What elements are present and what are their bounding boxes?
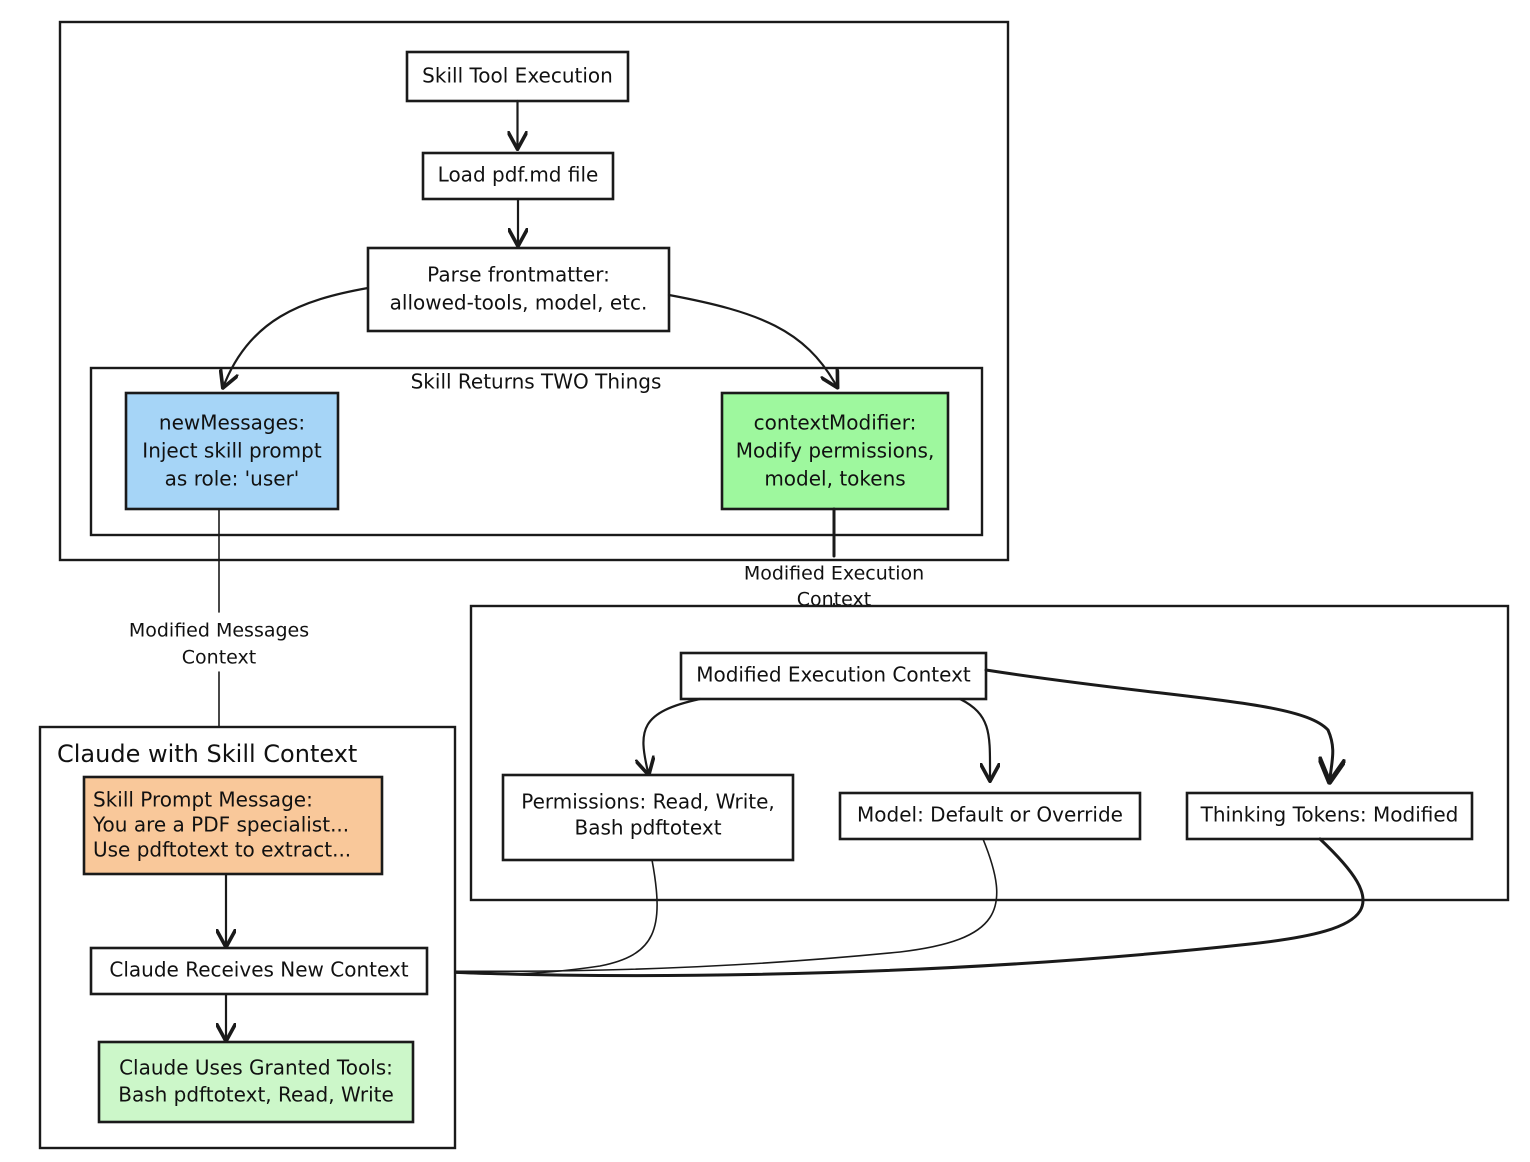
edge-mec-to-model — [958, 697, 990, 778]
node-modified-execution-context[interactable]: Modified Execution Context — [679, 651, 988, 701]
node-permissions-line1: Permissions: Read, Write, — [521, 790, 775, 814]
node-thinking-tokens[interactable]: Thinking Tokens: Modified — [1185, 791, 1474, 841]
node-context-modifier-line2: Modify permissions, — [736, 439, 935, 463]
edge-label-modified-execution-context-line1: Modified Execution — [744, 563, 924, 585]
edge-mec-to-thinking-tokens — [984, 668, 1333, 778]
edge-parse-to-newmessages — [224, 286, 370, 385]
node-skill-prompt-message[interactable]: Skill Prompt Message: You are a PDF spec… — [82, 775, 384, 876]
node-claude-uses-granted-tools-line1: Claude Uses Granted Tools: — [119, 1056, 393, 1080]
node-parse-frontmatter-line1: Parse frontmatter: — [427, 263, 610, 287]
node-model-label: Model: Default or Override — [857, 803, 1123, 827]
node-claude-receives-new-context-label: Claude Receives New Context — [109, 958, 408, 982]
edge-label-modified-messages-context-line2: Context — [182, 647, 256, 669]
node-context-modifier-line1: contextModifier: — [754, 411, 917, 435]
node-skill-prompt-message-line3: Use pdftotext to extract... — [93, 838, 351, 862]
edge-thinking-tokens-to-claude — [428, 837, 1365, 976]
node-new-messages-line1: newMessages: — [159, 411, 305, 435]
node-context-modifier-line3: model, tokens — [764, 467, 905, 491]
edge-model-to-claude — [429, 838, 998, 973]
node-skill-prompt-message-line2: You are a PDF specialist... — [92, 813, 349, 837]
node-modified-execution-context-label: Modified Execution Context — [696, 663, 971, 687]
edge-label-modified-messages-context-line1: Modified Messages — [129, 620, 309, 642]
node-parse-frontmatter-line2: allowed-tools, model, etc. — [390, 291, 648, 315]
node-parse-frontmatter[interactable]: Parse frontmatter: allowed-tools, model,… — [366, 246, 671, 333]
node-load-pdf-md[interactable]: Load pdf.md file — [421, 151, 615, 201]
edge-parse-to-contextmodifier — [667, 293, 836, 385]
node-model[interactable]: Model: Default or Override — [838, 791, 1142, 841]
node-load-pdf-md-label: Load pdf.md file — [438, 163, 599, 187]
node-context-modifier[interactable]: contextModifier: Modify permissions, mod… — [720, 391, 950, 511]
node-thinking-tokens-label: Thinking Tokens: Modified — [1200, 803, 1459, 827]
edge-mec-to-permissions — [643, 697, 702, 772]
node-new-messages[interactable]: newMessages: Inject skill prompt as role… — [124, 391, 340, 511]
node-claude-uses-granted-tools-line2: Bash pdftotext, Read, Write — [118, 1083, 394, 1107]
node-new-messages-line3: as role: 'user' — [165, 467, 300, 491]
node-new-messages-line2: Inject skill prompt — [142, 439, 322, 463]
node-permissions-line2: Bash pdftotext — [574, 816, 721, 840]
node-claude-receives-new-context[interactable]: Claude Receives New Context — [89, 946, 429, 996]
node-claude-uses-granted-tools[interactable]: Claude Uses Granted Tools: Bash pdftotex… — [97, 1040, 415, 1124]
node-skill-tool-execution[interactable]: Skill Tool Execution — [405, 50, 630, 103]
node-skill-prompt-message-line1: Skill Prompt Message: — [93, 788, 313, 812]
node-skill-tool-execution-label: Skill Tool Execution — [422, 64, 613, 88]
container-skill-returns-label: Skill Returns TWO Things — [411, 370, 662, 394]
container-claude-context-title: Claude with Skill Context — [57, 740, 357, 768]
node-permissions[interactable]: Permissions: Read, Write, Bash pdftotext — [501, 773, 795, 862]
